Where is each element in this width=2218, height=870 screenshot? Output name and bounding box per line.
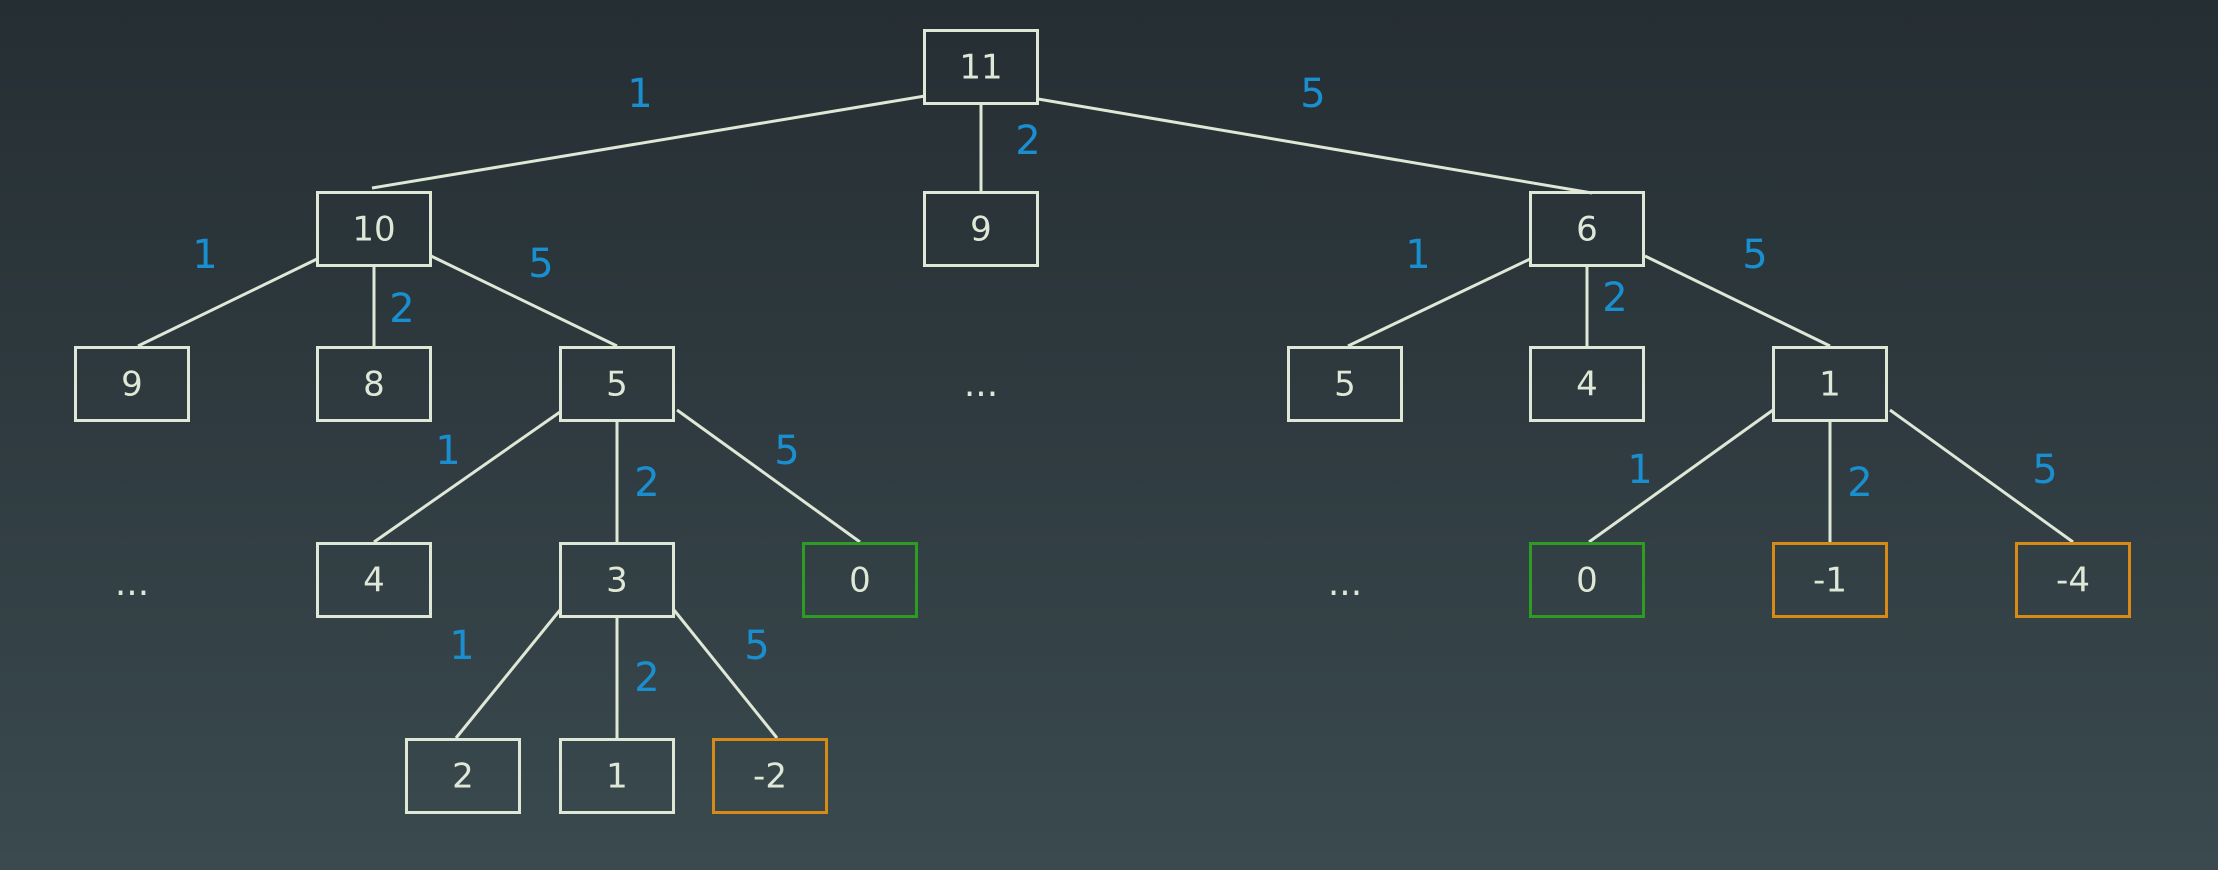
tree-node-n9b: 9	[74, 346, 190, 422]
edge-label-n11-n9a: 2	[1015, 118, 1040, 164]
edge-label-n10-n5a: 5	[528, 241, 553, 287]
tree-node-n0a: 0	[802, 542, 918, 618]
edge-label-n3-nm2: 5	[744, 623, 769, 669]
node-value: 4	[363, 561, 385, 601]
edge-n1a-n0b	[1588, 408, 1774, 544]
node-value: -2	[753, 757, 787, 797]
tree-node-n3: 3	[559, 542, 675, 618]
node-box	[1529, 191, 1645, 267]
tree-node-n5a: 5	[559, 346, 675, 422]
edge-label-n11-n10: 1	[627, 71, 652, 117]
node-box	[1529, 346, 1645, 422]
node-box	[1772, 542, 1888, 618]
tree-node-n5b: 5	[1287, 346, 1403, 422]
edge-label-n1a-n0b: 1	[1627, 447, 1652, 493]
node-box	[802, 542, 918, 618]
node-box	[1529, 542, 1645, 618]
node-value: -4	[2056, 561, 2090, 601]
edge-n5a-n0a	[676, 408, 861, 544]
edges-layer	[137, 94, 2074, 739]
node-value: 2	[452, 757, 474, 797]
edge-label-n3-n2: 1	[449, 623, 474, 669]
edge-n6-n5b	[1347, 257, 1531, 348]
node-box	[1287, 346, 1403, 422]
node-value: 1	[1819, 365, 1841, 405]
node-box	[712, 738, 828, 814]
edge-n6-n1a	[1644, 254, 1831, 348]
tree-node-n1a: 1	[1772, 346, 1888, 422]
node-box	[559, 738, 675, 814]
tree-node-n8: 8	[316, 346, 432, 422]
edge-label-n3-n1b: 2	[634, 655, 659, 701]
edge-n10-n9b	[137, 257, 318, 348]
tree-node-n11: 11	[923, 29, 1039, 105]
tree-node-n6: 6	[1529, 191, 1645, 267]
tree-node-n0b: 0	[1529, 542, 1645, 618]
node-value: 8	[363, 365, 385, 405]
edge-label-n5a-n3: 2	[634, 460, 659, 506]
node-box	[74, 346, 190, 422]
node-value: 11	[959, 48, 1002, 88]
omitted-subtree-ellipsis: ...	[964, 364, 998, 405]
edge-label-n5a-n0a: 5	[774, 428, 799, 474]
edge-n3-nm2	[672, 609, 779, 739]
edge-label-n6-n1a: 5	[1742, 232, 1767, 278]
tree-node-nm2: -2	[712, 738, 828, 814]
node-box	[316, 346, 432, 422]
edge-n5a-n4b	[373, 410, 561, 544]
edge-n3-n2	[454, 609, 562, 739]
tree-node-nm4: -4	[2015, 542, 2131, 618]
node-box	[316, 542, 432, 618]
omitted-subtree-ellipsis: ...	[115, 563, 149, 604]
tree-node-n10: 10	[316, 191, 432, 267]
tree-node-n1b: 1	[559, 738, 675, 814]
edge-n11-n6	[1037, 97, 1593, 195]
node-value: 9	[970, 210, 992, 250]
edge-labels-layer: 1 2 5 1 2 5 1 2 5 1 2 5 1 2 5 1 2 5	[192, 71, 2057, 701]
node-box	[316, 191, 432, 267]
node-value: 6	[1576, 210, 1598, 250]
edge-n1a-nm4	[1889, 408, 2074, 544]
edge-label-n1a-nm1: 2	[1847, 460, 1872, 506]
node-value: 3	[606, 561, 628, 601]
node-box	[1772, 346, 1888, 422]
node-value: 0	[849, 561, 871, 601]
edge-label-n5a-n4b: 1	[435, 428, 460, 474]
node-box	[559, 346, 675, 422]
tree-node-n4b: 4	[316, 542, 432, 618]
tree-node-nm1: -1	[1772, 542, 1888, 618]
node-value: 0	[1576, 561, 1598, 601]
node-value: -1	[1813, 561, 1847, 601]
node-box	[2015, 542, 2131, 618]
edge-label-n11-n6: 5	[1300, 71, 1325, 117]
tree-node-n2: 2	[405, 738, 521, 814]
node-value: 5	[1334, 365, 1356, 405]
node-value: 10	[352, 210, 395, 250]
node-box	[923, 29, 1039, 105]
edge-label-n6-n4a: 2	[1602, 275, 1627, 321]
ellipses-layer: .........	[115, 364, 1362, 604]
edge-label-n10-n9b: 1	[192, 232, 217, 278]
edge-label-n1a-nm4: 5	[2032, 447, 2057, 493]
node-box	[923, 191, 1039, 267]
edge-label-n6-n5b: 1	[1405, 232, 1430, 278]
node-box	[559, 542, 675, 618]
edge-n10-n5a	[430, 254, 618, 348]
node-value: 5	[606, 365, 628, 405]
node-value: 1	[606, 757, 628, 797]
node-box	[405, 738, 521, 814]
edge-label-n10-n8: 2	[389, 286, 414, 332]
tree-node-n4a: 4	[1529, 346, 1645, 422]
tree-node-n9a: 9	[923, 191, 1039, 267]
omitted-subtree-ellipsis: ...	[1328, 563, 1362, 604]
node-value: 9	[121, 365, 143, 405]
node-value: 4	[1576, 365, 1598, 405]
edge-n11-n10	[371, 94, 926, 190]
